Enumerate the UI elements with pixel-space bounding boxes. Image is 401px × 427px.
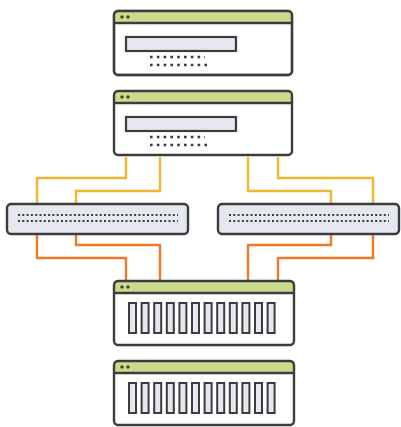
window-dot-icon bbox=[120, 365, 124, 369]
window-header bbox=[114, 281, 294, 293]
window-dot-icon bbox=[120, 15, 124, 19]
storage-slot bbox=[216, 302, 226, 334]
storage-slot bbox=[165, 382, 175, 414]
window-header bbox=[114, 361, 294, 373]
link-switch-right-storage-outer bbox=[276, 234, 375, 281]
window-header bbox=[114, 11, 292, 23]
window-dot-icon bbox=[120, 95, 124, 99]
window-dot-icon bbox=[120, 285, 124, 289]
window-dot-icon bbox=[126, 365, 130, 369]
link-switch-left-storage-inner bbox=[74, 234, 162, 281]
storage-slot bbox=[254, 382, 263, 414]
storage-slot bbox=[178, 382, 188, 414]
storage-slot bbox=[228, 382, 238, 414]
storage-slot bbox=[140, 302, 150, 334]
storage-slot bbox=[203, 382, 213, 414]
link-server2-switch-right-outer bbox=[276, 157, 375, 204]
server-window-2 bbox=[112, 89, 294, 157]
storage-slot bbox=[165, 302, 175, 334]
storage-slot bbox=[266, 302, 276, 334]
link-server2-switch-left-outer bbox=[35, 157, 128, 204]
storage-slot bbox=[140, 382, 150, 414]
storage-slot bbox=[178, 302, 188, 334]
window-header bbox=[114, 91, 292, 103]
storage-slots bbox=[128, 382, 276, 414]
storage-slot bbox=[228, 302, 238, 334]
server-bar bbox=[124, 115, 238, 133]
network-switch-right bbox=[216, 202, 401, 236]
storage-slot bbox=[128, 382, 137, 414]
window-dot-icon bbox=[126, 15, 130, 19]
storage-slot bbox=[191, 302, 200, 334]
storage-array-2 bbox=[112, 359, 296, 427]
storage-slot bbox=[216, 382, 226, 414]
link-server2-switch-left-inner bbox=[74, 157, 162, 204]
storage-slot bbox=[203, 302, 213, 334]
storage-array-1 bbox=[112, 279, 296, 347]
storage-slot bbox=[128, 302, 137, 334]
storage-slot bbox=[241, 382, 251, 414]
network-switch-left bbox=[5, 202, 190, 236]
storage-slot bbox=[241, 302, 251, 334]
storage-slot bbox=[254, 302, 263, 334]
storage-slot bbox=[266, 382, 276, 414]
server-bar bbox=[124, 35, 238, 53]
link-server2-switch-right-inner bbox=[246, 157, 333, 204]
window-dot-icon bbox=[126, 95, 130, 99]
storage-slot bbox=[153, 302, 163, 334]
link-switch-right-storage-inner bbox=[246, 234, 333, 281]
server-to-switch-links bbox=[35, 157, 375, 204]
window-dot-icon bbox=[126, 285, 130, 289]
storage-slot bbox=[153, 382, 163, 414]
link-switch-left-storage-outer bbox=[35, 234, 128, 281]
storage-slots bbox=[128, 302, 276, 334]
switch-to-storage-links bbox=[35, 234, 375, 281]
server-window-1 bbox=[112, 9, 294, 77]
storage-slot bbox=[191, 382, 200, 414]
